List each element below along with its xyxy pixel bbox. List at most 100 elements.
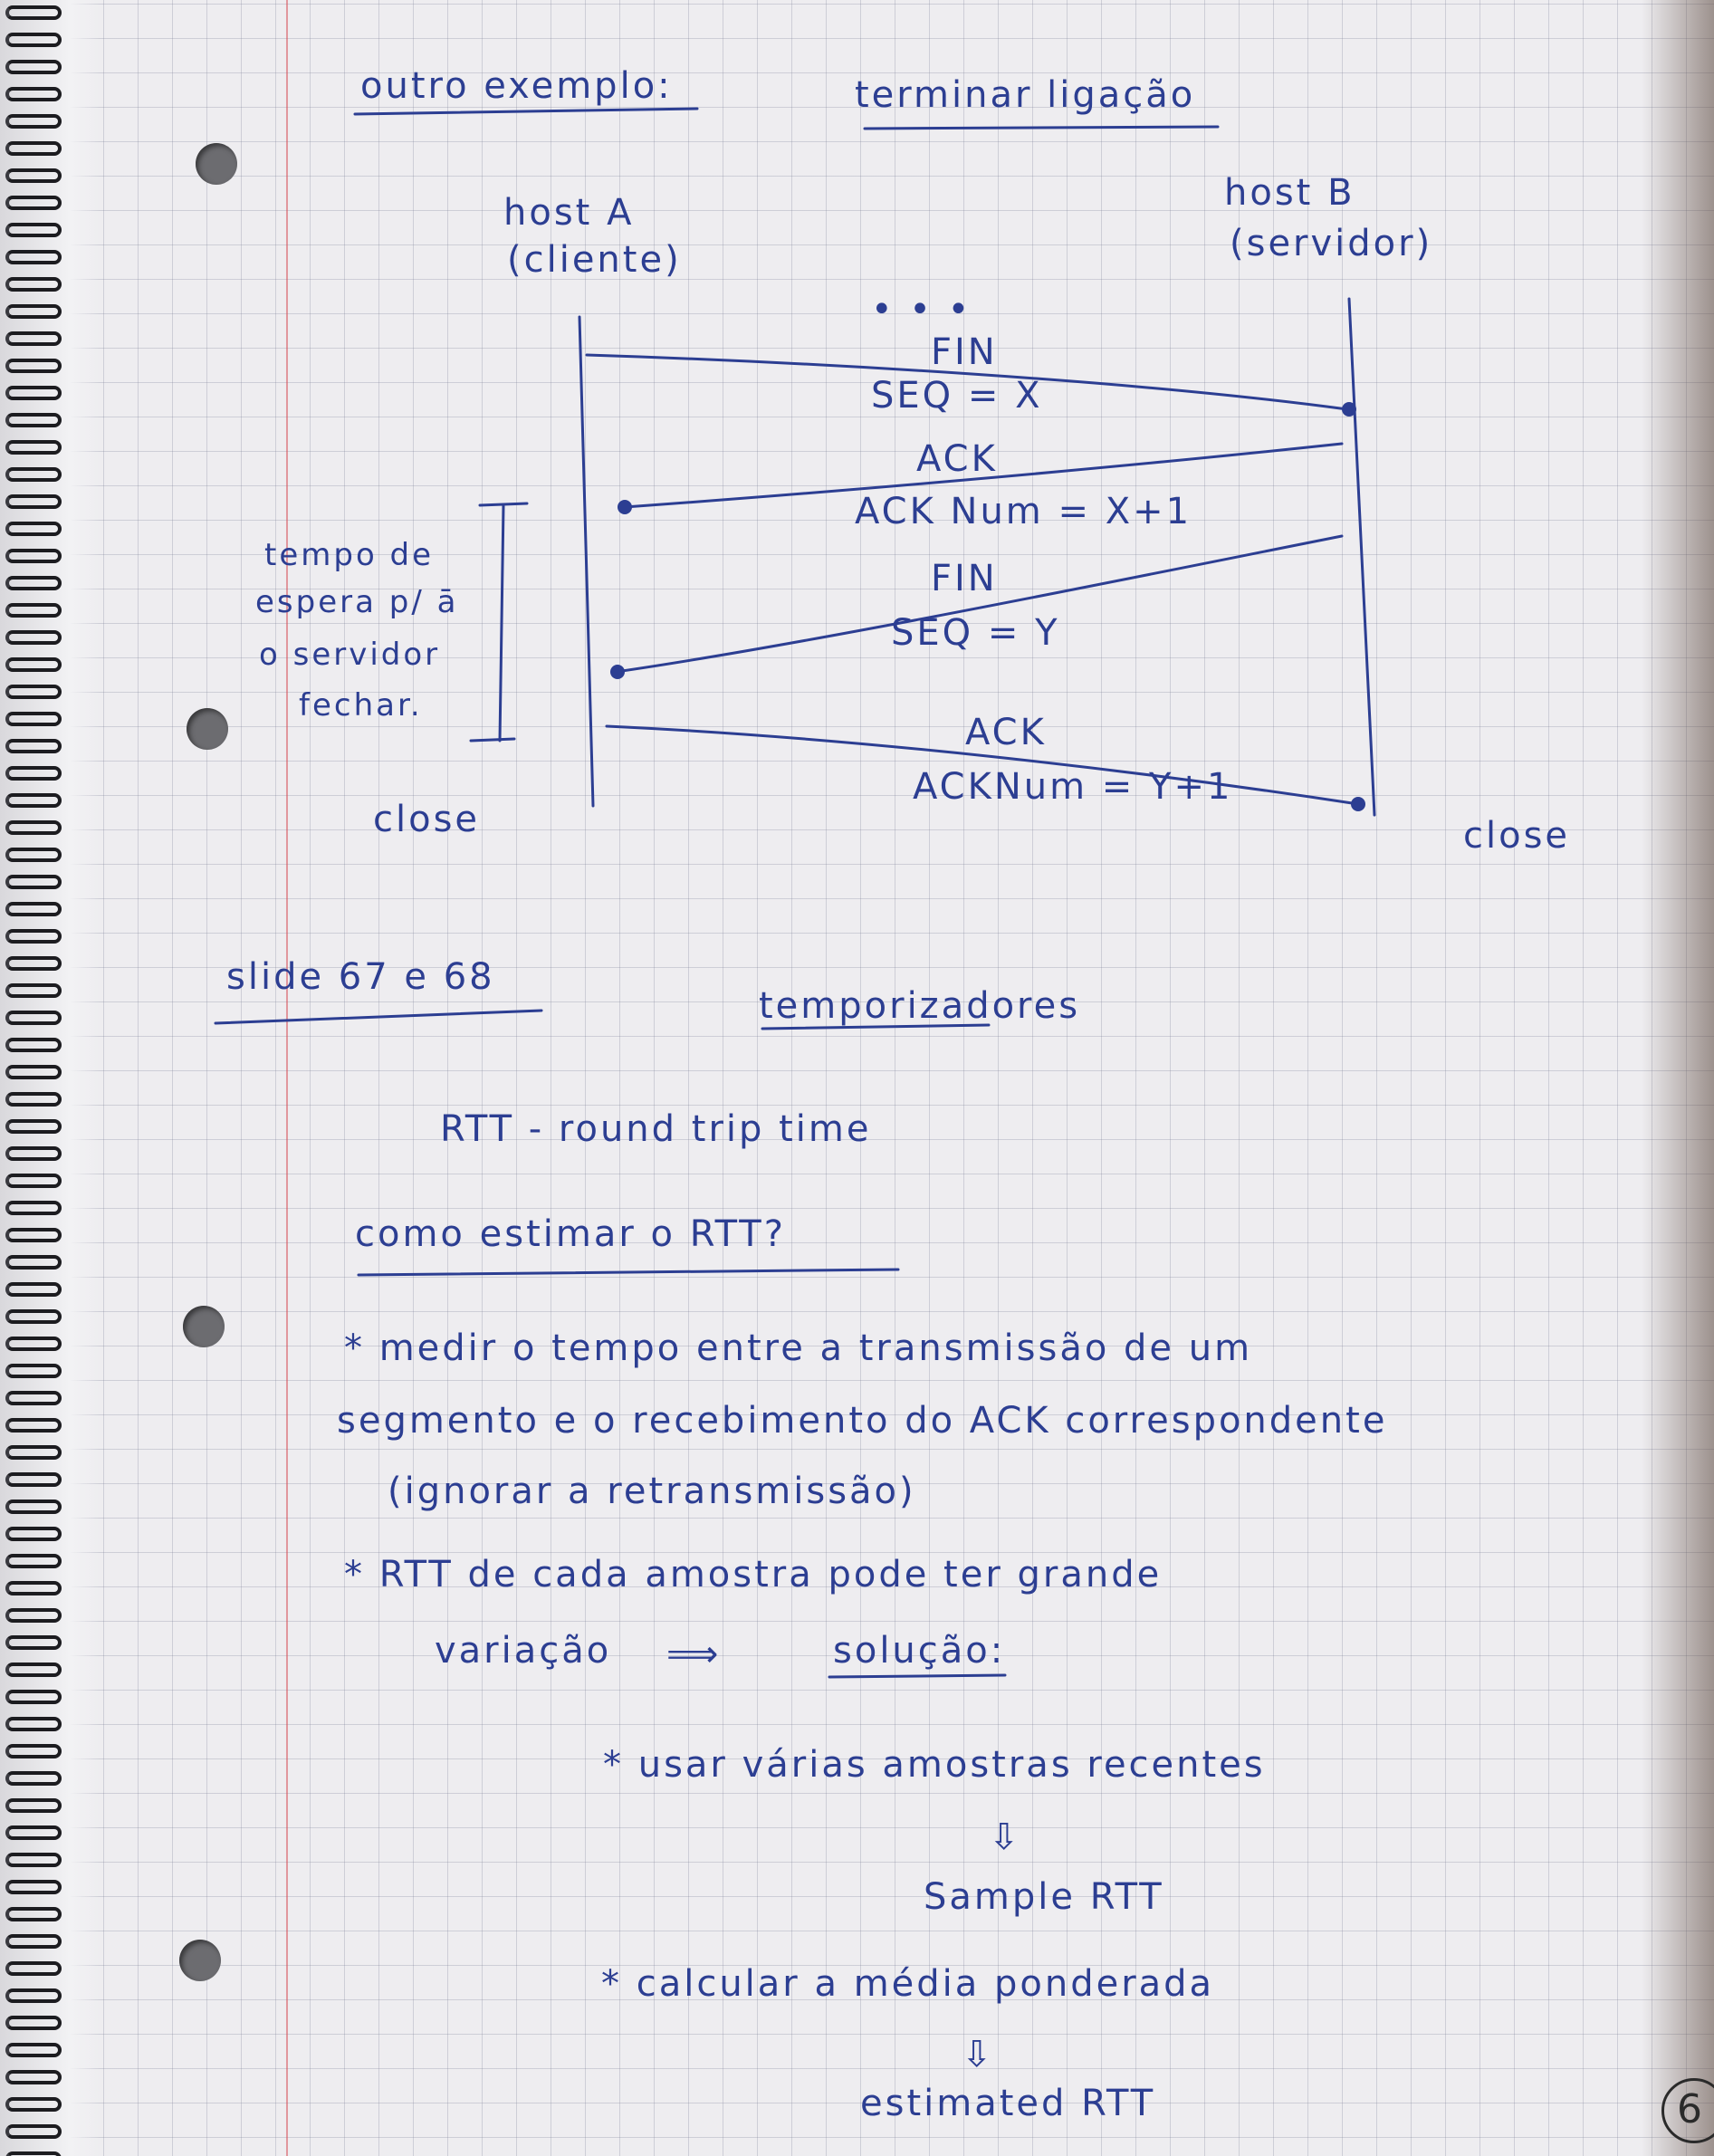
bullet-line: (ignorar a retransmissão) (388, 1471, 916, 1512)
close-b-label: close (1463, 815, 1570, 857)
spiral-coil (5, 1853, 62, 1867)
message-label: ACK (965, 712, 1047, 753)
example-underline (353, 107, 699, 116)
spiral-binding (0, 0, 100, 2156)
spiral-coil (5, 1337, 62, 1351)
punch-hole (196, 143, 237, 185)
down-arrow: ⇩ (962, 2034, 995, 2075)
spiral-coil (5, 1635, 62, 1650)
spiral-coil (5, 413, 62, 427)
punch-hole (183, 1306, 225, 1347)
section2-title-underline (761, 1023, 991, 1030)
down-arrow: ⇩ (989, 1816, 1022, 1858)
spiral-coil (5, 1228, 62, 1242)
fin-arrow-b-to-a (614, 534, 1344, 674)
spiral-coil (5, 1038, 62, 1052)
title-underline (863, 125, 1220, 130)
spiral-coil (5, 1146, 62, 1161)
spiral-coil (5, 657, 62, 672)
spiral-coil (5, 956, 62, 971)
spiral-coil (5, 196, 62, 210)
spiral-coil (5, 1798, 62, 1813)
example-label: outro exemplo: (360, 65, 673, 107)
spiral-coil (5, 1581, 62, 1595)
arrow-head (1342, 402, 1356, 417)
spiral-coil (5, 603, 62, 618)
spiral-coil (5, 1771, 62, 1786)
spiral-coil (5, 1500, 62, 1514)
host-a-role: (cliente) (507, 239, 682, 281)
spiral-coil (5, 168, 62, 183)
bullet-line: variação (435, 1630, 611, 1672)
page-edge-shadow (1642, 0, 1714, 2156)
wait-note-line: espera p/ ā (255, 584, 458, 620)
spiral-coil (5, 1825, 62, 1840)
spiral-coil (5, 304, 62, 319)
spiral-coil (5, 929, 62, 944)
spiral-coil (5, 359, 62, 373)
spiral-coil (5, 386, 62, 400)
message-label: FIN (931, 558, 998, 599)
margin-line (286, 0, 288, 2156)
spiral-coil (5, 1907, 62, 1921)
slides-underline (214, 1009, 543, 1025)
spiral-coil (5, 793, 62, 808)
spiral-coil (5, 1119, 62, 1134)
spiral-coil (5, 1527, 62, 1541)
spiral-coil (5, 1364, 62, 1378)
wait-note-line: fechar. (299, 687, 423, 723)
spiral-coil (5, 223, 62, 237)
spiral-coil (5, 141, 62, 156)
spiral-coil (5, 1174, 62, 1188)
spiral-coil (5, 2124, 62, 2139)
section-title: terminar ligação (855, 74, 1195, 116)
spiral-coil (5, 114, 62, 129)
spiral-coil (5, 1391, 62, 1405)
message-label: ACK (916, 438, 998, 480)
spiral-coil (5, 983, 62, 998)
ellipsis: • • • (871, 289, 972, 331)
host-b-timeline (1347, 297, 1376, 817)
spiral-coil (5, 331, 62, 346)
spiral-coil (5, 1934, 62, 1949)
spiral-coil (5, 1201, 62, 1215)
spiral-coil (5, 1065, 62, 1079)
wait-note-line: tempo de (264, 537, 434, 573)
ack-arrow-b-to-a (623, 442, 1344, 509)
spiral-coil (5, 87, 62, 101)
spiral-coil (5, 60, 62, 74)
spiral-coil (5, 1092, 62, 1107)
spiral-coil (5, 1717, 62, 1731)
bullet-line: segmento e o recebimento do ACK correspo… (337, 1400, 1387, 1442)
spiral-coil (5, 1554, 62, 1568)
spiral-coil (5, 2097, 62, 2112)
spiral-coil (5, 250, 62, 264)
arrow-head (618, 500, 632, 514)
spiral-coil (5, 2070, 62, 2084)
spiral-coil (5, 549, 62, 563)
host-a-label: host A (503, 192, 634, 234)
bullet-line: * RTT de cada amostra pode ter grande (344, 1554, 1162, 1595)
arrow-head (1351, 797, 1365, 811)
spiral-coil (5, 33, 62, 47)
punch-hole (187, 708, 228, 750)
sample-rtt: Sample RTT (924, 1876, 1164, 1918)
spiral-coil (5, 1880, 62, 1894)
message-detail: SEQ = Y (891, 612, 1060, 654)
spiral-coil (5, 277, 62, 292)
solution-line: * usar várias amostras recentes (603, 1744, 1266, 1786)
spiral-coil (5, 820, 62, 835)
spiral-coil (5, 1663, 62, 1677)
spiral-coil (5, 630, 62, 645)
spiral-coil (5, 2151, 62, 2156)
message-detail: ACKNum = Y+1 (913, 766, 1232, 808)
solution-line: * calcular a média ponderada (601, 1963, 1214, 2005)
spiral-coil (5, 739, 62, 753)
spiral-coil (5, 875, 62, 889)
spiral-coil (5, 1472, 62, 1487)
section2-title: temporizadores (759, 985, 1080, 1027)
spiral-coil (5, 712, 62, 726)
spiral-coil (5, 522, 62, 536)
spiral-coil (5, 1690, 62, 1704)
